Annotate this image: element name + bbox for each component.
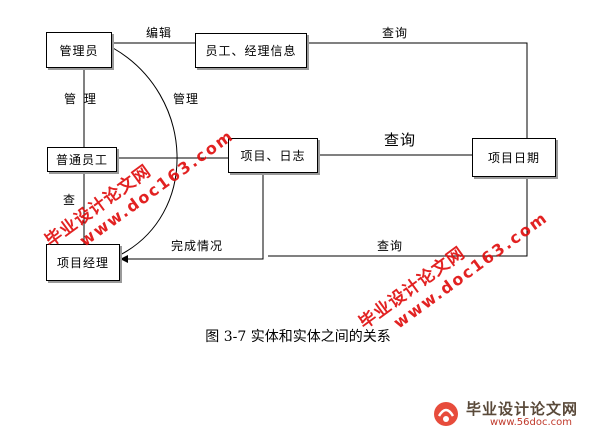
figure-caption: 图 3-7 实体和实体之间的关系 [205,329,391,345]
entity-regular-staff: 普通员工 [47,147,117,172]
query-top-line [306,42,528,147]
relation-manage-left: 管理 [64,92,105,106]
logo-url: www.56doc.com [490,417,573,428]
logo-title: 毕业设计论文网 [466,400,579,418]
completion-line [120,172,264,263]
relation-query-mid: 查询 [384,131,417,149]
entity-staff-info: 员工、经理信息 [195,33,307,68]
relation-manage-curve: 管理 [173,92,200,106]
relation-completion: 完成情况 [171,239,224,253]
relation-query-vertical: 查 [63,193,77,207]
query-bottom-line [268,177,528,257]
entity-project-date: 项目日期 [472,138,556,177]
entity-project-manager: 项目经理 [46,244,120,281]
logo-mark-icon [434,402,458,426]
site-logo: 毕业设计论文网 www.56doc.com [432,398,592,430]
relation-edit: 编辑 [146,26,173,40]
entity-admin: 管理员 [46,32,112,68]
relation-query-bottom: 查询 [377,239,404,253]
relation-query-top: 查询 [382,26,409,40]
entity-project-log: 项目、日志 [228,138,318,173]
manage-curve [112,47,178,257]
